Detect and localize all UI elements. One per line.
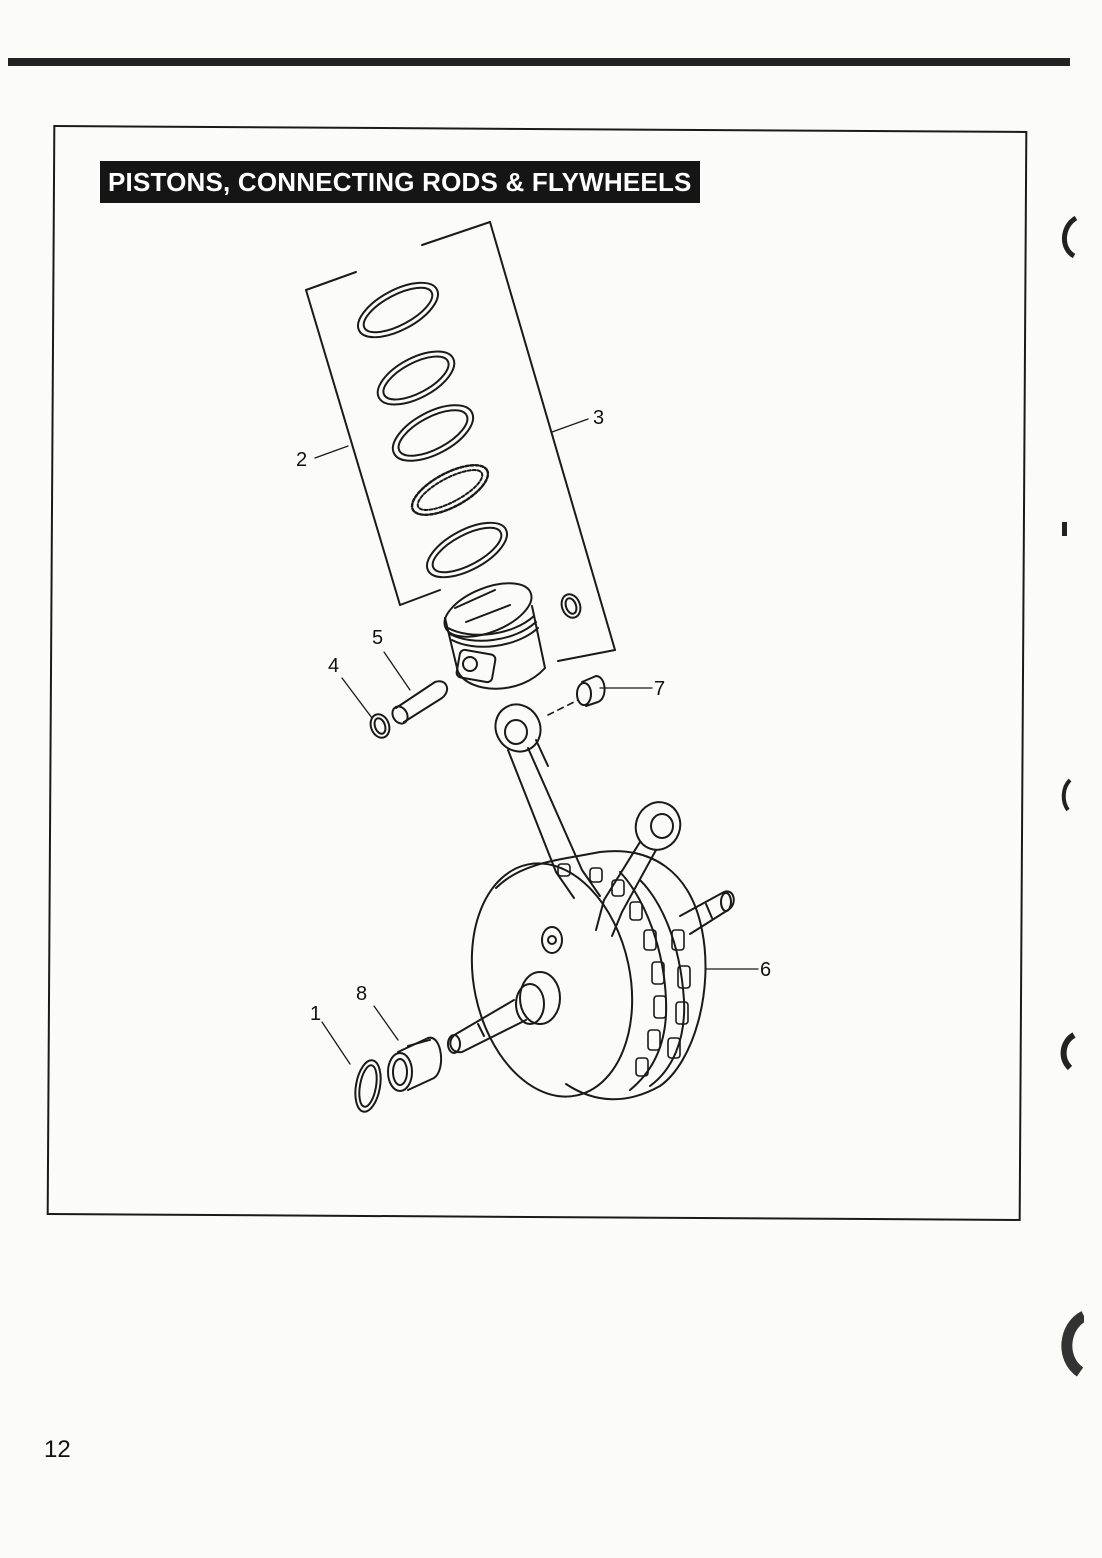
callout-5: 5 [372,627,383,649]
leader-lines [314,418,759,1065]
flywheel-assembly [447,850,735,1101]
piston [443,582,546,690]
callout-4: 4 [328,655,339,677]
connecting-rod-front [494,703,601,899]
callout-1: 1 [310,1003,321,1025]
callout-8: 8 [356,983,367,1005]
section-title: PISTONS, CONNECTING RODS & FLYWHEELS [100,161,700,203]
connecting-rod-rear [595,801,682,937]
callout-labels: 1 2 3 4 5 6 7 8 [296,407,771,1025]
piston-pin-clip-right [560,593,582,619]
ring-set-bracket [305,221,616,662]
binder-holes [1060,215,1084,1377]
bearing-and-ring [354,1036,443,1113]
callout-7: 7 [654,678,665,700]
top-rule [8,58,1070,66]
page-number: 12 [44,1436,71,1463]
callout-2: 2 [296,449,307,471]
bushing [576,675,606,707]
callout-6: 6 [760,959,771,981]
callout-3: 3 [593,407,604,429]
piston-rings [357,281,508,579]
piston-pin [369,680,449,739]
